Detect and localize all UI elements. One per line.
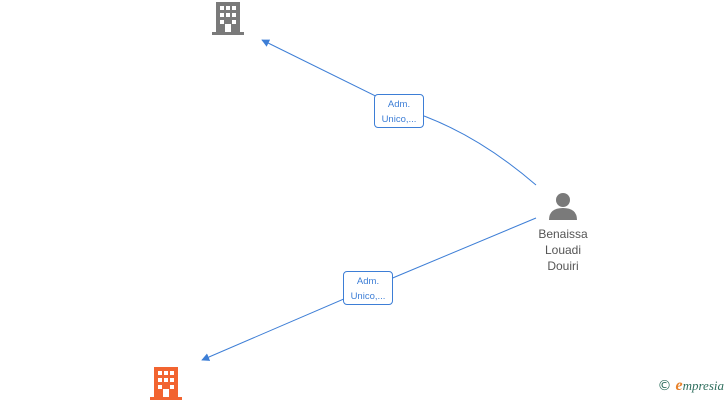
edge-person-to-company-bottom <box>201 217 537 361</box>
building-icon[interactable] <box>150 367 182 400</box>
brand-rest: mpresia <box>682 378 724 393</box>
edge-label-line: Unico,... <box>381 114 417 125</box>
empresia-watermark: © empresia <box>657 377 724 395</box>
person-name-line: Douiri <box>547 259 579 273</box>
edge-label-line: Adm. <box>356 276 380 287</box>
edge-label-top[interactable]: Adm. Unico,... <box>374 94 424 128</box>
brand-initial: e <box>675 377 683 394</box>
person-name[interactable]: Benaissa Louadi Douiri <box>523 226 603 274</box>
person-icon[interactable] <box>549 193 577 220</box>
person-name-line: Louadi <box>544 243 582 257</box>
brand-name: empresia <box>675 377 724 395</box>
building-icon[interactable] <box>212 2 244 35</box>
person-name-line: Benaissa <box>538 227 588 241</box>
edge-label-line: Adm. <box>387 99 411 110</box>
copyright-icon: © <box>657 378 672 394</box>
edge-label-bottom[interactable]: Adm. Unico,... <box>343 271 393 305</box>
edge-label-line: Unico,... <box>350 291 386 302</box>
